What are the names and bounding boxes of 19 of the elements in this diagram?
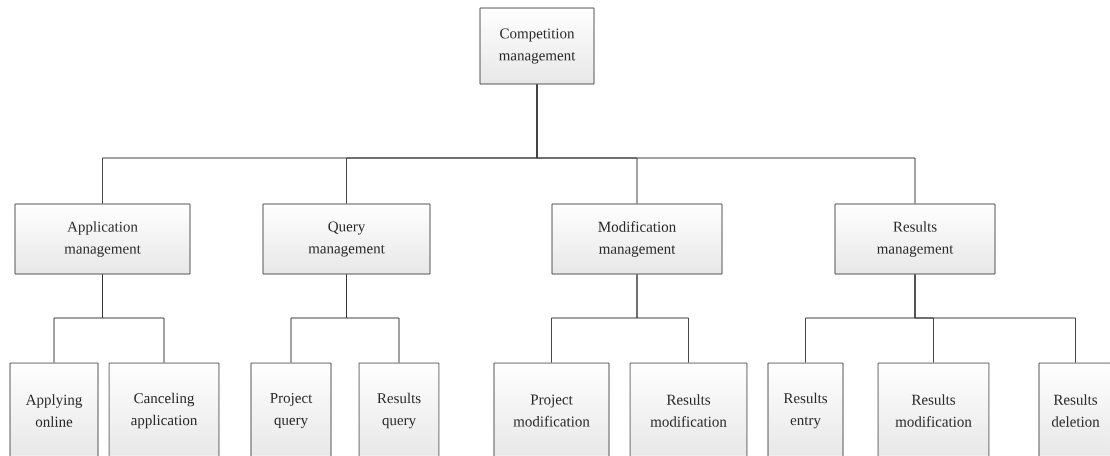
process-box: Application management: [14, 203, 191, 275]
process-box: Results management: [834, 203, 996, 275]
process-box: Project modification: [493, 362, 610, 456]
connector-line: [636, 274, 689, 363]
connector-line: [102, 274, 165, 363]
process-box: Query management: [262, 203, 431, 275]
process-box: Applying online: [9, 362, 99, 456]
process-box: Modification management: [551, 203, 723, 275]
process-box: Results entry: [767, 362, 844, 456]
connector-line: [346, 274, 400, 363]
process-box: Results query: [358, 362, 440, 456]
process-box: Competition management: [479, 7, 595, 85]
process-box: Canceling application: [108, 362, 220, 456]
process-box: Results modification: [877, 362, 990, 456]
connector-line: [914, 274, 1076, 363]
process-box: Results modification: [629, 362, 748, 456]
connector-line: [536, 84, 916, 204]
process-box: Project query: [250, 362, 332, 456]
process-box: Results deletion: [1038, 362, 1110, 456]
